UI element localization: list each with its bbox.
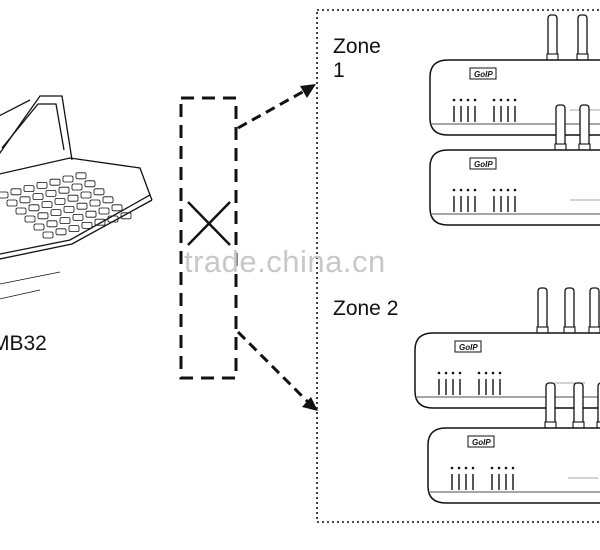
gateway-logo: GoIP — [472, 438, 491, 447]
gateway-device: GoIP — [414, 287, 600, 409]
laptop-node — [0, 95, 153, 300]
keyboard-key — [37, 212, 49, 220]
keyboard-key — [63, 205, 75, 213]
keyboard-key — [6, 199, 18, 207]
keyboard-key — [59, 217, 71, 225]
keyboard-key — [84, 180, 96, 188]
keyboard-key — [111, 204, 123, 212]
gateway-logo: GoIP — [474, 70, 493, 79]
keyboard-key — [68, 225, 80, 233]
keyboard-key — [42, 231, 54, 239]
keyboard-key — [107, 215, 119, 223]
laptop-keyboard — [0, 172, 132, 239]
router-box — [179, 96, 238, 380]
gateway-device: GoIP — [429, 104, 600, 226]
watermark: trade.china.cn — [184, 244, 386, 279]
keyboard-key — [76, 202, 88, 210]
keyboard-key — [46, 220, 58, 228]
antenna — [573, 382, 584, 426]
keyboard-key — [120, 212, 132, 220]
gateway-group: GoIP GoIP GoIP GoIP — [414, 14, 600, 504]
keyboard-key — [32, 193, 44, 201]
laptop-screen — [0, 95, 73, 161]
keyboard-key — [50, 209, 62, 217]
keyboard-key — [45, 189, 57, 197]
keyboard-key — [19, 196, 31, 204]
laptop-base — [0, 157, 151, 255]
gateway-device: GoIP — [427, 382, 600, 504]
keyboard-key — [28, 204, 40, 212]
keyboard-key — [24, 215, 36, 223]
gateway-device: GoIP — [429, 14, 600, 136]
router-node — [179, 96, 238, 380]
antenna — [547, 14, 558, 58]
antenna — [579, 104, 590, 148]
laptop-label: MB32 — [0, 332, 47, 355]
keyboard-key — [55, 228, 67, 236]
antenna — [589, 287, 600, 331]
keyboard-key — [49, 178, 61, 186]
keyboard-key — [71, 183, 83, 191]
zone1-label: Zone 1 — [333, 35, 381, 83]
zone2-label: Zone 2 — [333, 297, 399, 320]
keyboard-key — [15, 207, 27, 215]
keyboard-key — [54, 197, 66, 205]
keyboard-key — [89, 199, 101, 207]
keyboard-key — [58, 186, 70, 194]
keyboard-key — [94, 218, 106, 226]
keyboard-key — [93, 188, 105, 196]
keyboard-key — [75, 172, 87, 180]
keyboard-key — [98, 207, 110, 215]
zone-container — [316, 9, 600, 523]
keyboard-key — [41, 201, 53, 209]
edge-router-zone2 — [236, 330, 318, 411]
keyboard-key — [33, 223, 45, 231]
antenna — [537, 287, 548, 331]
gateway-logo: GoIP — [474, 160, 493, 169]
keyboard-key — [102, 196, 114, 204]
edge-router-zone1 — [237, 84, 316, 130]
keyboard-key — [85, 210, 97, 218]
keyboard-key — [36, 181, 48, 189]
keyboard-key — [80, 191, 92, 199]
keyboard-key — [0, 191, 9, 199]
keyboard-key — [81, 221, 93, 229]
antenna — [545, 382, 556, 426]
keyboard-key — [62, 175, 74, 183]
keyboard-key — [72, 213, 84, 221]
antenna — [555, 104, 566, 148]
antenna — [564, 287, 575, 331]
keyboard-key — [23, 185, 35, 193]
keyboard-key — [10, 188, 22, 196]
antenna — [577, 14, 588, 58]
gateway-logo: GoIP — [459, 343, 478, 352]
keyboard-key — [67, 194, 79, 202]
